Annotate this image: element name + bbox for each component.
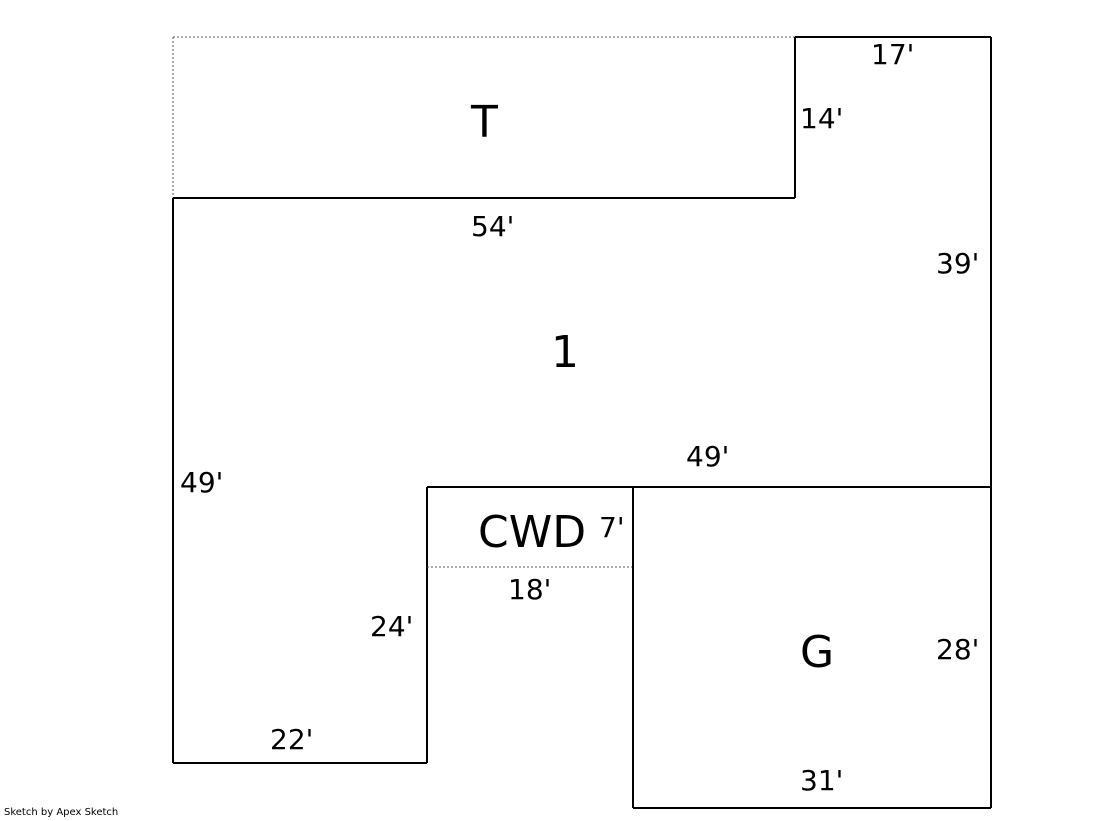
dimension-49-mid: 49': [686, 440, 730, 473]
dimension-17: 17': [871, 38, 915, 71]
dimension-49-left: 49': [180, 466, 224, 499]
area-label-main: 1: [551, 327, 579, 378]
dimension-28: 28': [936, 633, 980, 666]
area-label-cwd: CWD: [478, 507, 587, 558]
dimension-31: 31': [800, 764, 844, 797]
dimension-39: 39': [936, 247, 980, 280]
sketch-credit: Sketch by Apex Sketch: [4, 807, 119, 818]
dimension-7: 7': [599, 511, 625, 544]
area-label-t: T: [471, 97, 498, 148]
area-label-garage: G: [800, 627, 835, 678]
dimension-54: 54': [471, 210, 515, 243]
dimension-18: 18': [508, 573, 552, 606]
dimension-22: 22': [270, 723, 314, 756]
dimension-14: 14': [800, 102, 844, 135]
dimension-24: 24': [370, 610, 414, 643]
